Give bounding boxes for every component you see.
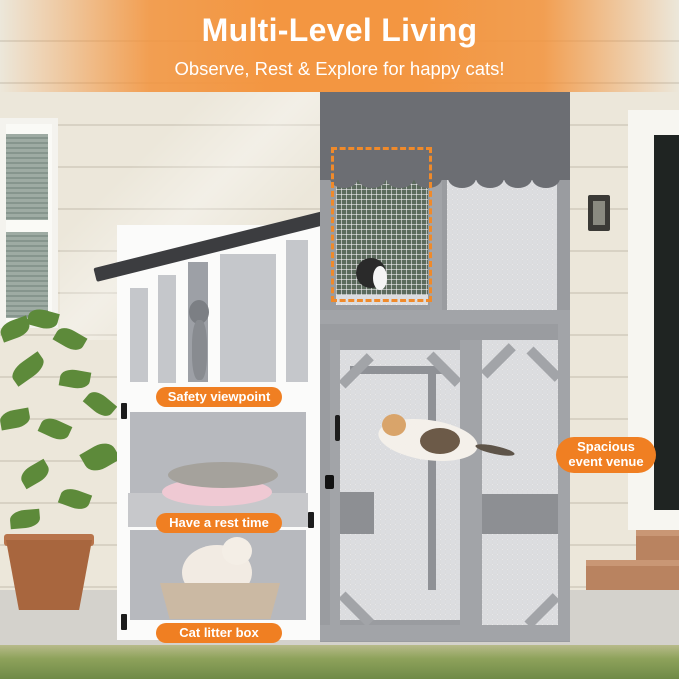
interior-ramp	[482, 494, 558, 534]
lawn	[0, 645, 679, 679]
awning-scallop	[386, 168, 414, 188]
awning-scallop	[504, 168, 532, 188]
white-cat-head	[222, 537, 252, 565]
litter-box	[160, 583, 280, 619]
step	[586, 560, 679, 592]
house-window	[0, 118, 58, 328]
lower-left-door-mesh[interactable]	[340, 350, 460, 620]
callout-event-venue-line1: Spacious	[577, 439, 635, 455]
door-left-post	[330, 340, 340, 630]
page-title: Multi-Level Living	[201, 12, 478, 48]
house-door	[654, 135, 679, 510]
latch-icon	[121, 403, 127, 419]
wall-lamp-icon	[588, 195, 610, 231]
gray-cat-body	[192, 320, 207, 380]
page-subtitle: Observe, Rest & Explore for happy cats!	[174, 58, 505, 79]
callout-event-venue: Spacious event venue	[556, 437, 656, 473]
window-blind	[6, 134, 48, 220]
callout-litter-box: Cat litter box	[156, 623, 282, 643]
interior-post	[428, 370, 436, 590]
gray-cat-peeking	[189, 300, 209, 324]
cabin-slat	[130, 288, 148, 382]
sleeping-tabby-cat	[168, 462, 278, 488]
calico-head	[382, 414, 406, 436]
door-lock-icon[interactable]	[325, 475, 334, 489]
awning-scallop	[448, 168, 476, 188]
callout-safety-viewpoint: Safety viewpoint	[156, 387, 282, 407]
callout-event-venue-line2: event venue	[568, 454, 644, 469]
awning	[320, 92, 570, 180]
interior-shelf	[350, 366, 445, 374]
awning-scallop	[532, 168, 560, 188]
latch-icon	[121, 614, 127, 630]
bottom-beam	[320, 625, 570, 641]
callout-rest-time: Have a rest time	[156, 513, 282, 533]
interior-platform	[340, 492, 374, 534]
headline-banner: Multi-Level Living Observe, Rest & Explo…	[0, 0, 679, 92]
awning-scallop	[414, 168, 442, 188]
awning-scallop	[476, 168, 504, 188]
latch-icon	[308, 512, 314, 528]
cabin-slat	[286, 240, 308, 382]
right-post	[558, 320, 570, 630]
door-handle-icon[interactable]	[335, 415, 340, 441]
window-highlight-box	[331, 147, 432, 302]
cat-white-chest	[373, 266, 387, 290]
mid-beam	[320, 310, 570, 324]
awning-scallop	[358, 168, 386, 188]
calico-patch	[420, 428, 460, 454]
cabin-slat	[158, 275, 176, 383]
door-center-post	[460, 340, 482, 630]
awning-scallop	[330, 168, 358, 188]
upper-window-mesh	[336, 180, 428, 295]
window-blind	[6, 232, 48, 318]
flower-pot	[6, 540, 92, 610]
step	[636, 530, 679, 560]
upper-post	[430, 175, 442, 315]
upper-right-mesh	[447, 180, 557, 310]
lower-right-door-mesh[interactable]	[482, 340, 558, 625]
cabin-panel	[220, 254, 276, 382]
